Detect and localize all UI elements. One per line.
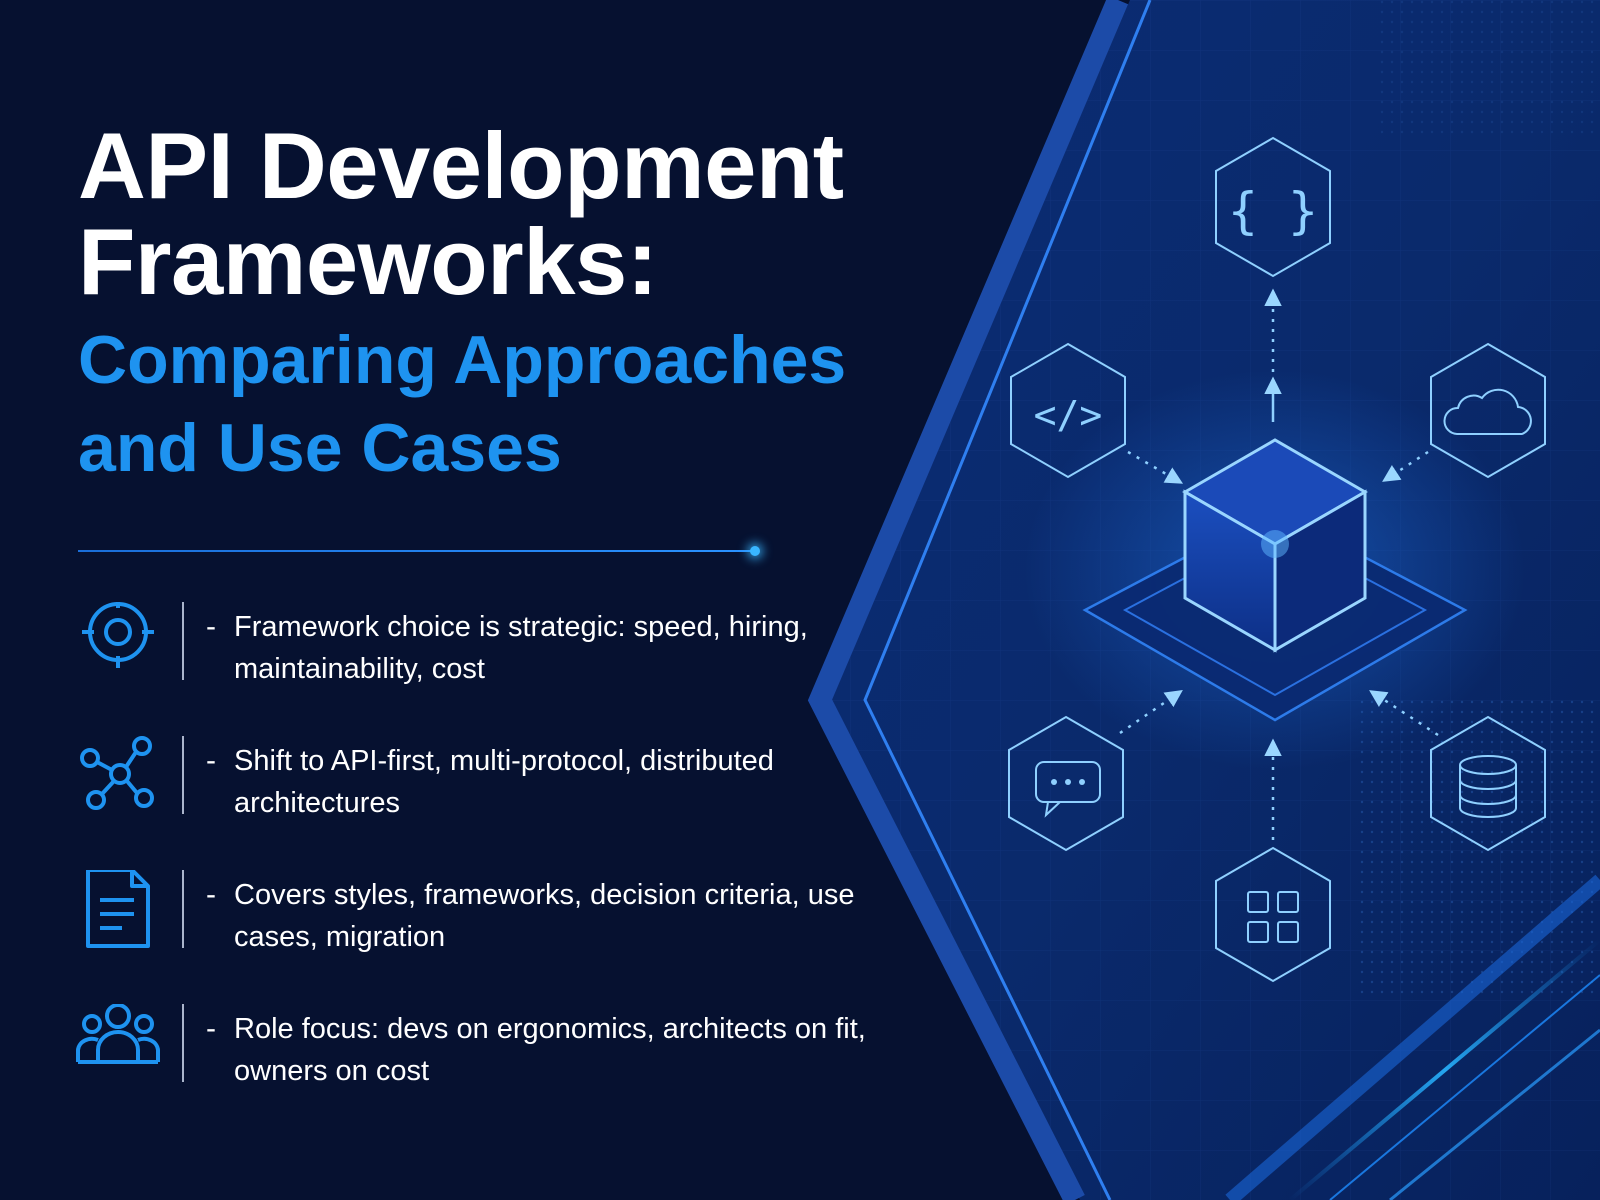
list-item: - Framework choice is strategic: speed, …	[72, 600, 872, 734]
subtitle-line-1: Comparing Approaches	[78, 322, 847, 398]
title-block: API Development Frameworks: Comparing Ap…	[78, 118, 938, 492]
bullet-separator	[182, 602, 184, 680]
list-item: - Shift to API-first, multi-protocol, di…	[72, 734, 872, 868]
bullet-dash: -	[206, 878, 216, 911]
bullet-dash: -	[206, 1012, 216, 1045]
team-icon	[76, 1004, 160, 1064]
bullet-dash: -	[206, 610, 216, 643]
divider-dot	[750, 546, 760, 556]
curly-braces-icon: { }	[1215, 136, 1331, 278]
cube-icon	[1182, 438, 1368, 653]
title-line-2: Frameworks:	[78, 209, 658, 314]
bullet-list: - Framework choice is strategic: speed, …	[72, 600, 872, 1136]
bullet-text: Covers styles, frameworks, decision crit…	[234, 879, 855, 953]
svg-text:</>: </>	[1034, 393, 1103, 437]
bullet-text: Framework choice is strategic: speed, hi…	[234, 611, 808, 685]
divider-line	[78, 550, 754, 552]
bullet-separator	[182, 736, 184, 814]
bullet-text: Role focus: devs on ergonomics, architec…	[234, 1013, 866, 1087]
code-tag-icon: </>	[1010, 342, 1126, 479]
title-line-1: API Development	[78, 113, 844, 218]
bullet-separator	[182, 870, 184, 948]
bullet-dash: -	[206, 744, 216, 777]
grid-icon	[1215, 846, 1331, 983]
bullet-text: Shift to API-first, multi-protocol, dist…	[234, 745, 774, 819]
target-icon	[82, 602, 154, 668]
cloud-icon	[1430, 342, 1546, 479]
connector-arrows	[1119, 288, 1439, 840]
database-icon	[1430, 715, 1546, 852]
subtitle-line-2: and Use Cases	[78, 410, 562, 486]
bullet-separator	[182, 1004, 184, 1082]
chat-icon	[1008, 715, 1124, 852]
list-item: - Covers styles, frameworks, decision cr…	[72, 868, 872, 1002]
document-icon	[86, 870, 150, 948]
network-nodes-icon	[80, 736, 154, 810]
list-item: - Role focus: devs on ergonomics, archit…	[72, 1002, 872, 1136]
svg-text:{ }: { }	[1228, 182, 1318, 240]
